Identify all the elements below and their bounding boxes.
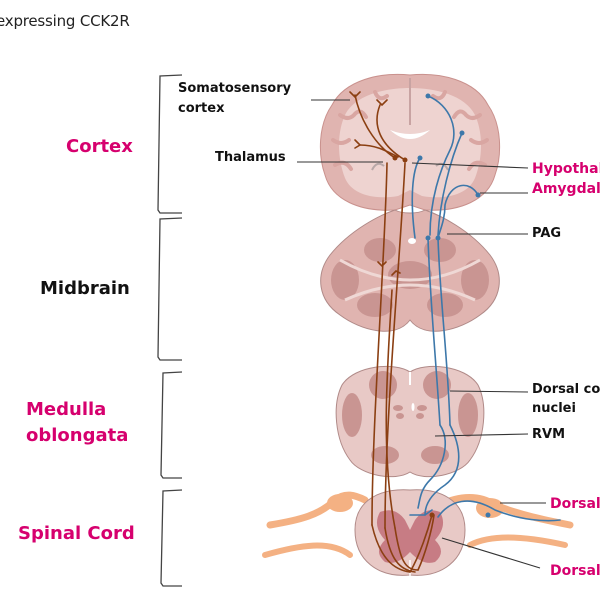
ascending-synapses bbox=[392, 155, 435, 518]
region-label-midbrain: Midbrain bbox=[40, 278, 130, 299]
label-rvm: RVM bbox=[532, 427, 566, 442]
label-somatosensory-2: cortex bbox=[178, 101, 225, 116]
ascending-pathways bbox=[349, 91, 435, 573]
region-brackets bbox=[157, 74, 183, 587]
bracket-midbrain bbox=[157, 217, 183, 361]
descending-synapses bbox=[417, 93, 491, 518]
label-dorsal-column-2: nuclei bbox=[532, 401, 576, 416]
bracket-medulla bbox=[160, 371, 183, 479]
region-label-cortex: Cortex bbox=[66, 136, 133, 157]
figure-title: expressing CCK2R bbox=[0, 12, 130, 30]
cerebrum bbox=[319, 73, 501, 211]
leader-lines bbox=[297, 99, 546, 569]
label-dorsal-column-1: Dorsal co bbox=[532, 382, 600, 397]
midbrain bbox=[320, 209, 500, 332]
region-label-spinal-cord: Spinal Cord bbox=[18, 523, 135, 544]
region-label-medulla-1: Medulla bbox=[26, 399, 107, 420]
left-ganglion bbox=[327, 494, 353, 512]
label-dorsal-root: Dorsal bbox=[550, 496, 600, 512]
bracket-spinal bbox=[160, 489, 183, 587]
label-thalamus: Thalamus bbox=[215, 150, 286, 165]
label-dorsal-horn: Dorsal bbox=[550, 563, 600, 579]
descending-pathways bbox=[409, 95, 561, 522]
label-pag: PAG bbox=[532, 226, 562, 241]
region-label-medulla-2: oblongata bbox=[26, 425, 129, 446]
bracket-cortex bbox=[157, 74, 183, 214]
label-amygdala: Amygdal bbox=[532, 181, 600, 197]
medulla bbox=[335, 365, 485, 478]
label-somatosensory-1: Somatosensory bbox=[178, 81, 292, 96]
label-hypothalamus: Hypothal bbox=[532, 161, 600, 177]
